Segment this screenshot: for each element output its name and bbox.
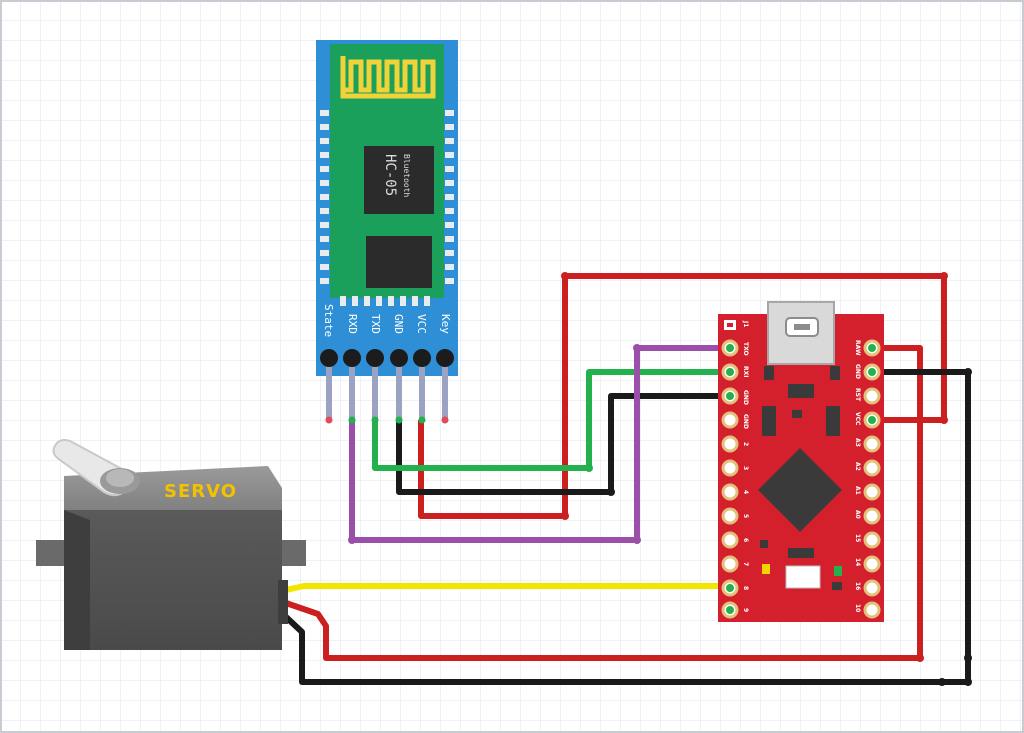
right-pin-label-10: 16 — [854, 582, 861, 590]
right-pin-label-6: A1 — [854, 486, 861, 495]
hc05-side-pads — [320, 110, 454, 306]
pro-micro-right-pins — [863, 339, 881, 619]
wires — [283, 272, 972, 686]
left-pin-label-3: GND — [742, 414, 749, 429]
pin-label-txd: TXD — [369, 314, 382, 334]
right-pin-label-3: VCC — [854, 412, 861, 426]
servo-cable-exit — [278, 580, 288, 624]
right-pin-label-8: 15 — [854, 534, 861, 542]
pro-micro-right-labels: RAW GND RST VCC A3 A2 A1 A0 15 14 16 10 — [854, 340, 861, 612]
hc05-model-label: HC-05 — [382, 154, 398, 196]
left-pin-label-10: 8 — [742, 586, 749, 590]
pro-micro-board: J1 TXO RXI GND GND 2 3 4 5 6 7 8 9 RAW G… — [718, 301, 884, 622]
left-pin-label-6: 4 — [742, 490, 749, 494]
servo-mount-tab-left — [36, 540, 66, 566]
pin-label-key: Key — [439, 314, 452, 334]
board-components — [760, 366, 842, 590]
atmega-chip — [758, 448, 842, 532]
hc05-pin-labels: State RXD TXD GND VCC Key — [322, 304, 452, 337]
left-pin-label-7: 5 — [742, 514, 749, 518]
hc05-module: HC-05 Bluetooth State RXD TXD GND VCC Ke… — [316, 40, 458, 424]
pin-label-state: State — [322, 304, 335, 337]
left-pin-label-5: 3 — [742, 466, 749, 470]
pro-micro-left-pins — [721, 339, 739, 619]
right-pin-label-0: RAW — [854, 340, 861, 356]
wire-servo-ground — [283, 369, 971, 685]
servo-front-face — [64, 510, 282, 650]
hc05-second-chip — [366, 236, 432, 288]
pin-label-vcc: VCC — [415, 314, 428, 334]
left-pin-label-2: GND — [742, 390, 749, 405]
right-pin-label-5: A2 — [854, 462, 861, 471]
right-pin-label-1: GND — [854, 364, 861, 379]
hc05-subtitle-label: Bluetooth — [402, 154, 411, 198]
right-pin-label-11: 10 — [854, 604, 861, 612]
right-pin-label-7: A0 — [854, 510, 861, 519]
pin-label-rxd: RXD — [346, 314, 359, 334]
right-pin-label-2: RST — [854, 388, 861, 402]
antenna-icon — [340, 56, 436, 99]
pro-micro-left-labels: J1 TXO RXI GND GND 2 3 4 5 6 7 8 9 — [742, 320, 749, 612]
left-pin-label-0: TXO — [742, 342, 749, 356]
usb-connector — [767, 301, 835, 365]
wire-servo-power — [285, 345, 923, 661]
left-pin-label-9: 7 — [742, 562, 749, 566]
left-pin-label-8: 6 — [742, 538, 749, 542]
hc05-chip — [364, 146, 434, 214]
pin-label-gnd: GND — [392, 314, 405, 334]
left-pin-label-11: 9 — [742, 608, 749, 612]
servo-side-face — [64, 510, 90, 650]
left-pin-label-4: 2 — [742, 442, 749, 446]
right-pin-label-4: A3 — [854, 438, 861, 447]
header-label-j1: J1 — [742, 320, 749, 327]
servo-label: SERVO — [164, 481, 237, 502]
hc05-header-pins — [316, 349, 458, 424]
left-pin-label-1: RXI — [742, 366, 749, 377]
right-pin-label-9: 14 — [854, 558, 861, 566]
servo-motor: SERVO — [36, 439, 306, 650]
